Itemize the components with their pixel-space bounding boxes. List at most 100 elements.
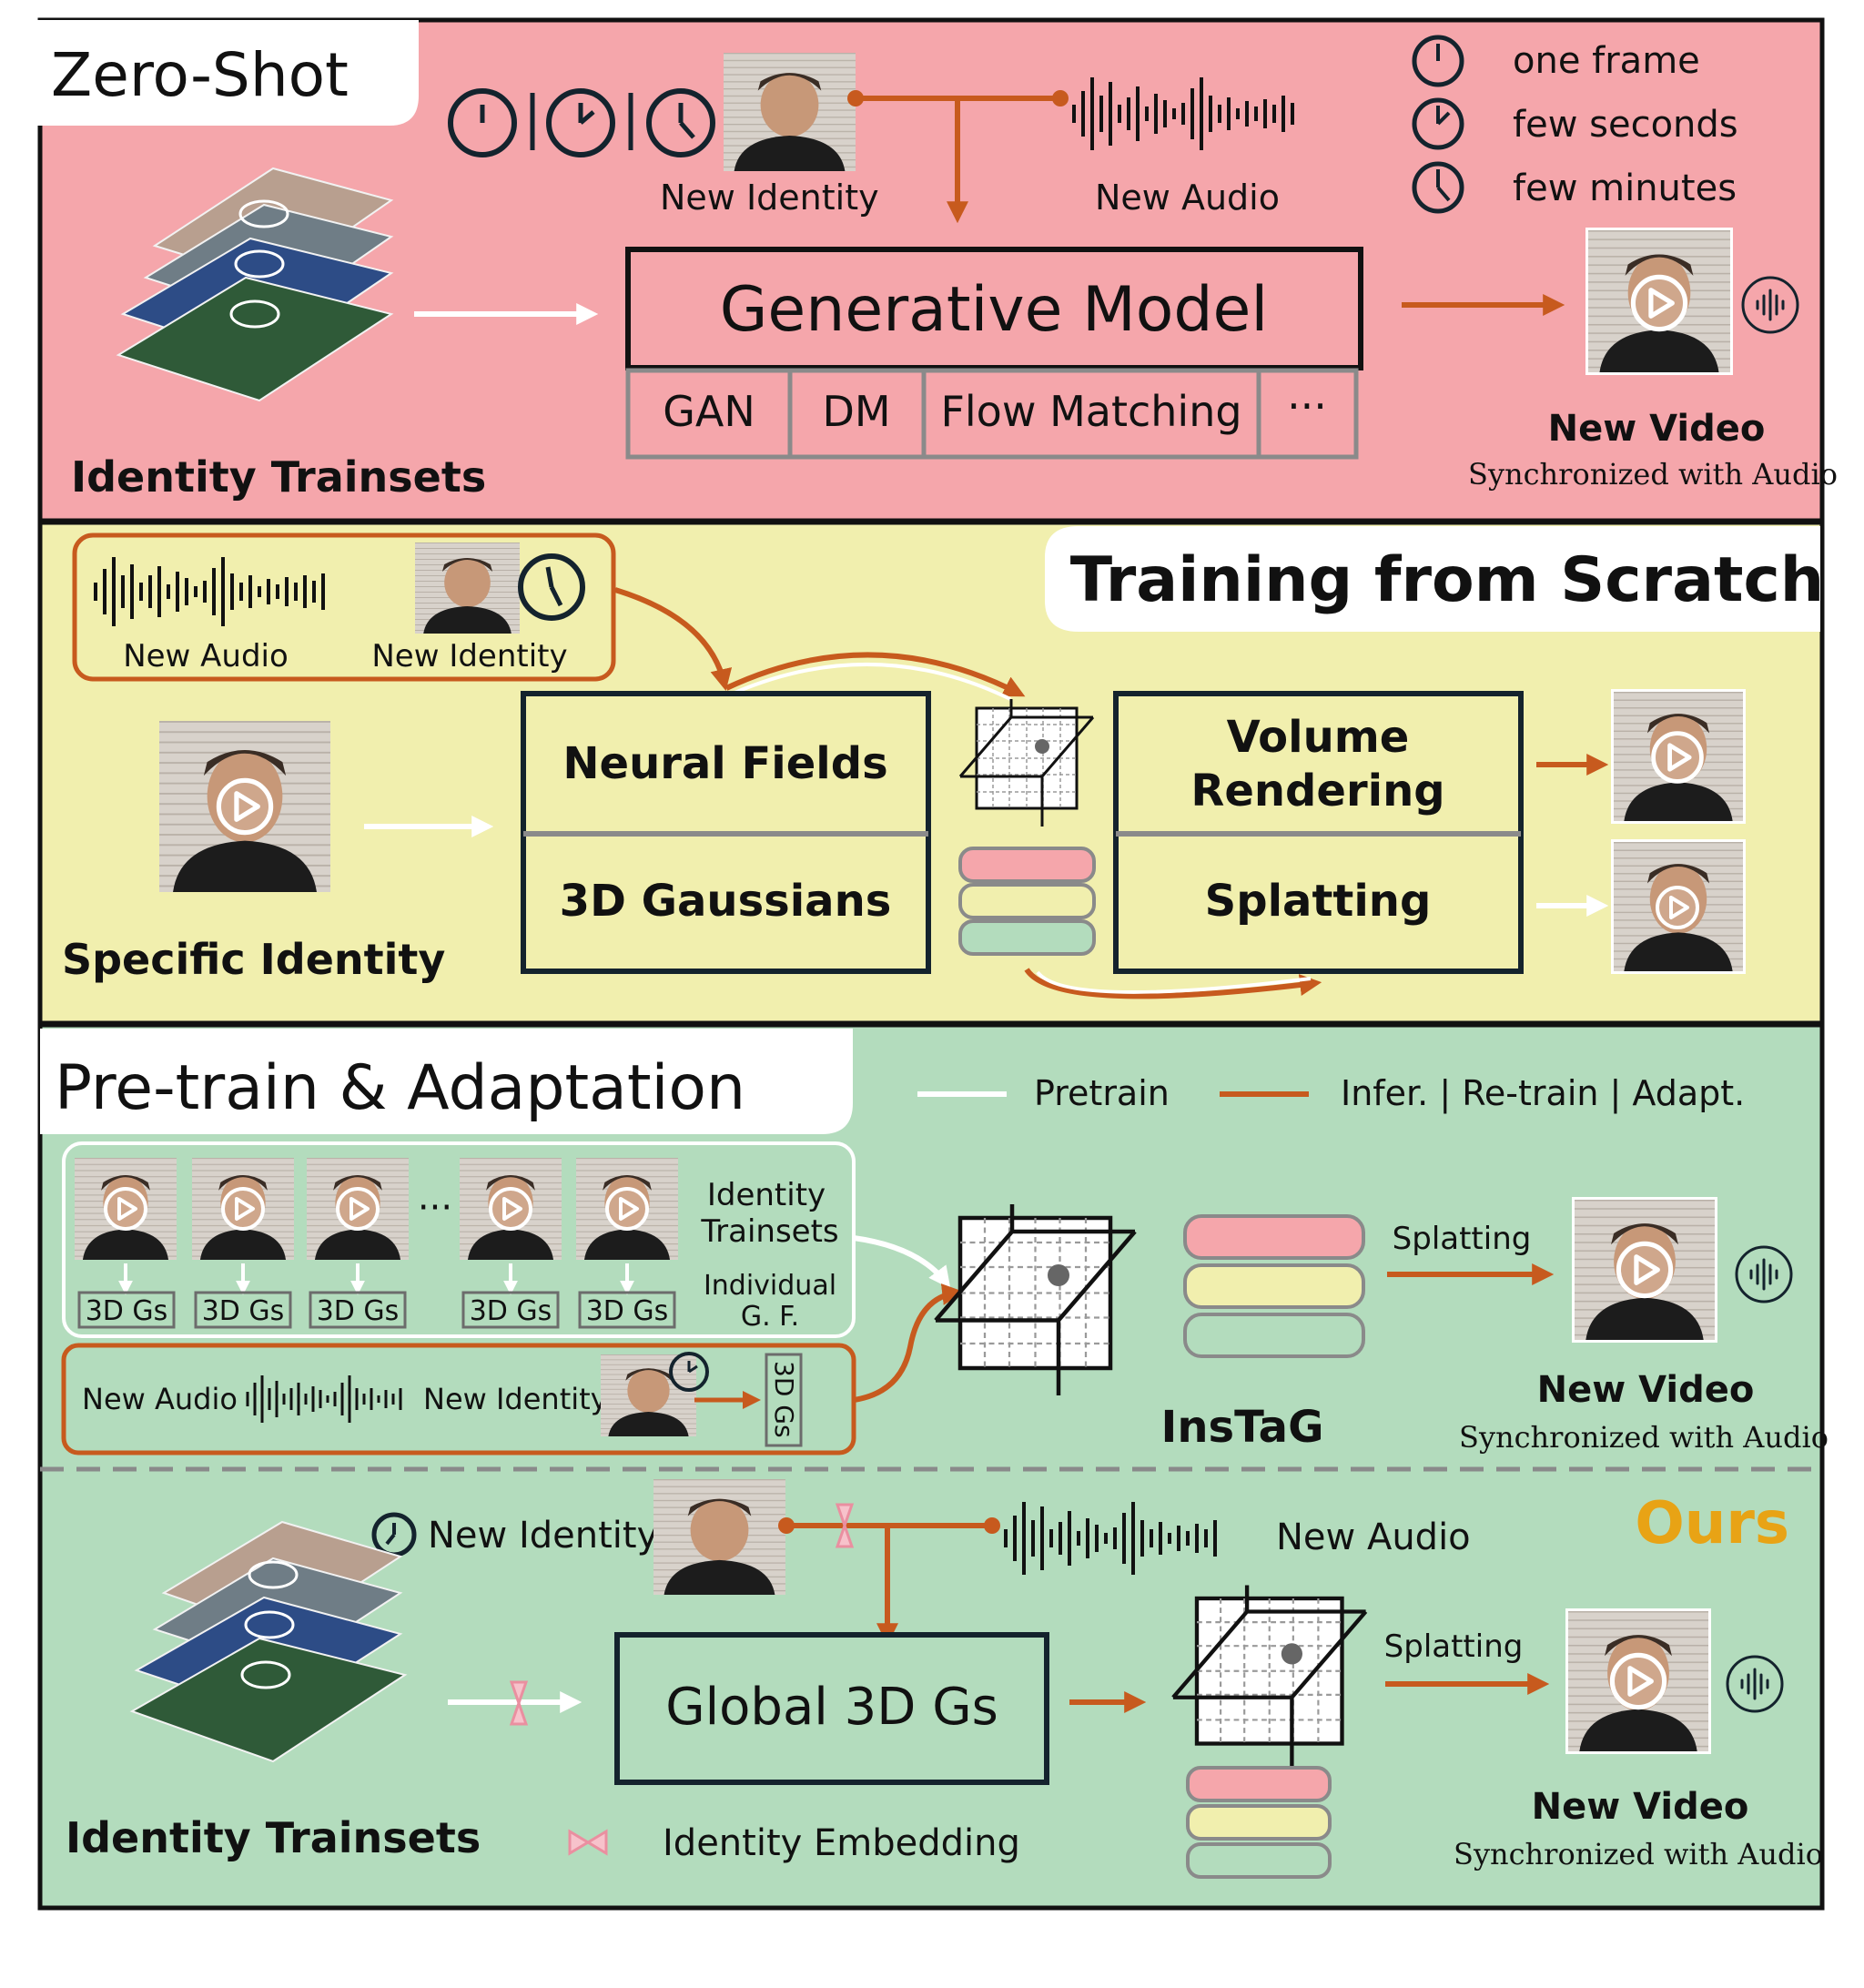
- zero-shot-title-tab: [27, 20, 419, 126]
- pretrain-gs-boxes: 3D Gs 3D Gs 3D Gs 3D Gs 3D Gs: [77, 1291, 676, 1329]
- pretrain-splatting-label: Splatting: [1393, 1221, 1532, 1257]
- clock-few-minutes-icon: [646, 88, 715, 157]
- zero-shot-new-audio-label: New Audio: [1095, 178, 1280, 218]
- zero-shot-panel: Zero-Shot New Identity New Audio one fra…: [27, 17, 1838, 523]
- gs-label: 3D Gs: [202, 1295, 285, 1327]
- new-identity-portrait: [724, 53, 856, 171]
- feature-bar-yellow: [958, 883, 1096, 919]
- identity-embedding-marker: [835, 1503, 855, 1548]
- bars-to-splatting-arrow: [1024, 968, 1322, 999]
- zero-shot-sync-label: Synchronized with Audio: [1468, 457, 1838, 492]
- scratch-title-tab: [1045, 526, 1820, 632]
- method-flow-matching: Flow Matching: [940, 387, 1241, 436]
- ours-new-audio-label: New Audio: [1276, 1516, 1471, 1558]
- scratch-grid-cube: [958, 697, 1095, 828]
- connector-dot: [847, 90, 864, 106]
- pretrain-new-video-label: New Video: [1537, 1369, 1755, 1411]
- volume-label: Volume: [1227, 712, 1410, 763]
- pretrain-new-video-thumb[interactable]: [1572, 1197, 1717, 1343]
- scratch-identity-portrait: [415, 543, 520, 634]
- fields-to-grid-white: [732, 662, 1011, 701]
- scratch-clock-icon: [518, 553, 585, 621]
- connector-dot: [1052, 90, 1069, 106]
- scratch-video-thumb-2[interactable]: [1611, 839, 1746, 974]
- connector-dot: [984, 1517, 1000, 1534]
- instag-bar-pink: [1183, 1214, 1365, 1260]
- gs-label: 3D Gs: [317, 1295, 400, 1327]
- specific-identity-thumbnail[interactable]: [159, 721, 330, 892]
- zero-shot-new-identity-label: New Identity: [660, 178, 879, 218]
- identity-trainsets-label-2: Trainsets: [700, 1213, 838, 1250]
- ours-title: Ours: [1635, 1490, 1789, 1557]
- pretrain-title: Pre-train & Adaptation: [55, 1052, 745, 1124]
- method-dm: DM: [822, 387, 890, 436]
- generative-model-box: [625, 247, 1363, 370]
- method-more: ···: [1287, 381, 1327, 431]
- gaussians-label: 3D Gaussians: [560, 876, 892, 927]
- connector-dot: [778, 1517, 795, 1534]
- embedding-legend-marker: [568, 1829, 608, 1856]
- pretrain-sync-label: Synchronized with Audio: [1459, 1420, 1829, 1455]
- clock-few-seconds-icon: [546, 88, 615, 157]
- pretrain-new-identity-label: New Identity: [423, 1382, 608, 1416]
- pretrain-clock-icon: [669, 1352, 709, 1392]
- pretrain-identity-portrait: [601, 1354, 696, 1436]
- scratch-video-thumb-1[interactable]: [1611, 689, 1746, 824]
- bars-to-splatting-white: [1036, 970, 1312, 994]
- fields-to-grid-arrow: [724, 652, 1026, 697]
- scratch-panel: Training from Scratch New Audio New Iden…: [37, 520, 1825, 1026]
- vertical-gs-box: [765, 1353, 803, 1447]
- global-gs-label: Global 3D Gs: [665, 1678, 998, 1737]
- gs-label: 3D Gs: [586, 1295, 669, 1327]
- vertical-gs-label: 3D Gs: [769, 1361, 799, 1438]
- specific-identity-label: Specific Identity: [62, 935, 445, 984]
- ours-new-identity-label: New Identity: [428, 1515, 658, 1557]
- gs-label: 3D Gs: [470, 1295, 552, 1327]
- identity-ellipsis: ···: [418, 1187, 452, 1229]
- legend-one-frame: one frame: [1513, 40, 1700, 82]
- legend-infer: Infer. | Re-train | Adapt.: [1341, 1073, 1745, 1114]
- neural-fields-label: Neural Fields: [562, 738, 887, 789]
- legend-few-seconds: few seconds: [1513, 104, 1738, 146]
- ours-bar-yellow: [1186, 1804, 1332, 1841]
- scratch-audio-waveform: [94, 557, 325, 626]
- ours-bar-pink: [1186, 1766, 1332, 1802]
- ours-identity-portrait: [653, 1479, 785, 1595]
- time-legend: one frame few seconds few minutes: [1412, 35, 1738, 214]
- ours-trainsets-stack: [129, 1520, 408, 1763]
- ours-audio-waveform: [1004, 1502, 1217, 1575]
- legend-pretrain: Pretrain: [1034, 1073, 1170, 1113]
- feature-bar-pink: [958, 847, 1096, 883]
- splatting-label: Splatting: [1205, 876, 1432, 927]
- embedding-legend-label: Identity Embedding: [663, 1822, 1020, 1864]
- ours-splatting-label: Splatting: [1384, 1628, 1524, 1665]
- scratch-new-identity-label: New Identity: [371, 638, 567, 674]
- ours-sync-label: Synchronized with Audio: [1454, 1837, 1823, 1871]
- ours-new-video-thumb[interactable]: [1565, 1608, 1711, 1754]
- new-audio-waveform: [1072, 77, 1294, 150]
- method-gan: GAN: [663, 387, 755, 436]
- individual-label-1: Individual: [704, 1270, 836, 1302]
- methods-row: GAN DM Flow Matching ···: [625, 368, 1359, 460]
- gs-label: 3D Gs: [86, 1295, 168, 1327]
- legend-few-minutes: few minutes: [1513, 167, 1737, 209]
- instag-bar-green: [1183, 1313, 1365, 1358]
- pretrain-identity-thumbs: ···: [75, 1158, 678, 1260]
- zero-shot-trainsets-label: Identity Trainsets: [71, 452, 486, 502]
- pretrain-new-audio-label: New Audio: [82, 1382, 238, 1416]
- zero-shot-new-video-label: New Video: [1548, 408, 1766, 450]
- ours-new-video-label: New Video: [1532, 1786, 1749, 1828]
- scratch-title: Training from Scratch: [1070, 544, 1824, 616]
- input-group-box: [72, 532, 616, 682]
- identity-trainsets-stack: [116, 167, 394, 402]
- pretrain-ours-panel: Pre-train & Adaptation Pretrain Infer. |…: [37, 1022, 1829, 1911]
- instag-grid-cube: [936, 1204, 1135, 1395]
- clock-one-frame-icon: [448, 88, 517, 157]
- instag-label: InsTaG: [1161, 1402, 1324, 1453]
- identity-trainsets-label-1: Identity: [707, 1177, 826, 1213]
- ours-trainsets-label: Identity Trainsets: [66, 1813, 481, 1862]
- inputs-to-fields-arrow: [614, 587, 733, 692]
- new-video-thumbnail[interactable]: [1585, 228, 1733, 375]
- pretrain-audio-waveform: [246, 1375, 402, 1423]
